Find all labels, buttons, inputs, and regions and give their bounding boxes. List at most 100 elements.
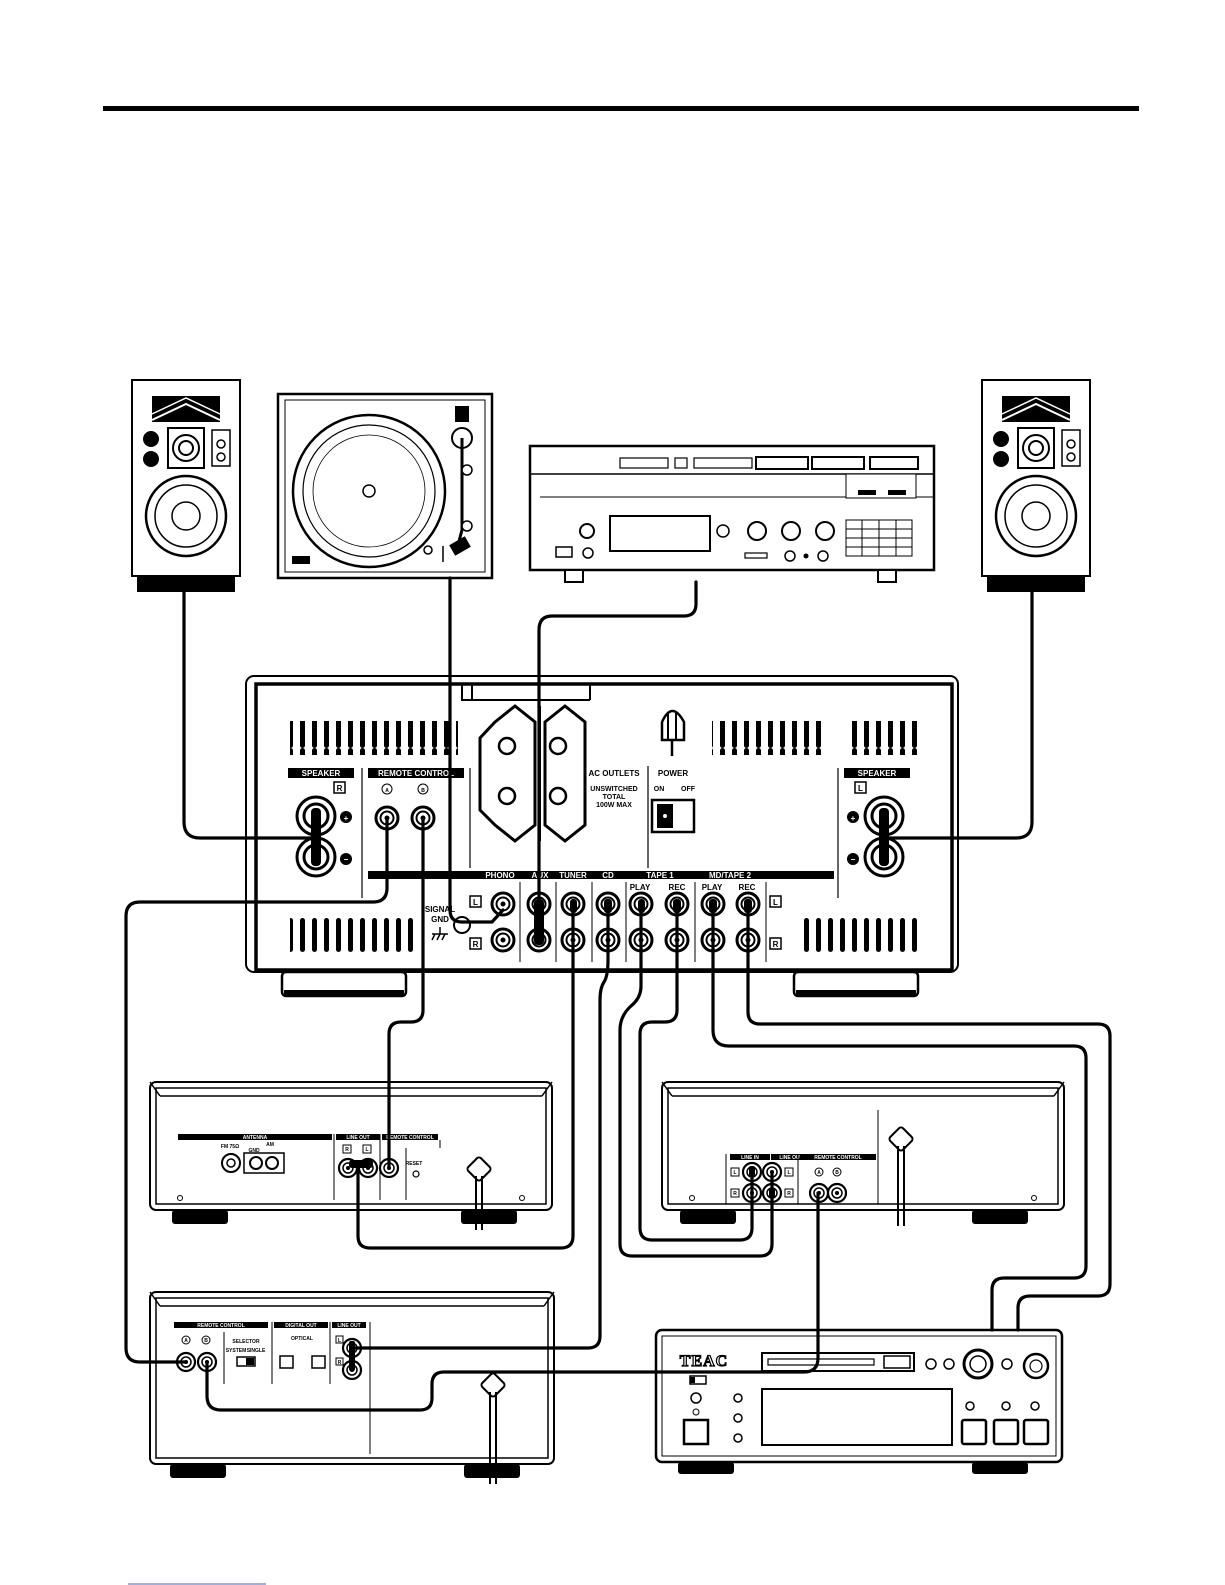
connection-cables — [124, 576, 1112, 1412]
cable-right-speaker — [882, 590, 1034, 840]
remote-label-bar — [368, 768, 464, 778]
cable-tuner-aux — [537, 580, 698, 942]
ac-outlets — [478, 704, 587, 843]
remote-a-label: A — [385, 788, 389, 794]
tape-remote-a: A — [817, 1170, 821, 1176]
tuner-reset-button[interactable] — [412, 1170, 420, 1178]
cd-remote-label: REMOTE CONTROL — [197, 1323, 245, 1329]
speaker-l-minus-sign: − — [851, 855, 856, 864]
ac-max: 100W MAX — [596, 802, 632, 809]
tape-in-l: L — [733, 1170, 736, 1176]
inputs-label-bar — [368, 871, 834, 879]
ac-outlets-label: AC OUTLETS — [588, 769, 640, 778]
left-speaker — [131, 379, 241, 592]
cable-tape1-play — [618, 902, 774, 1258]
tuner-gnd-label: GND — [248, 1148, 260, 1154]
cable-remote-a-cd — [124, 818, 389, 1364]
tuner-reset-label: RESET — [406, 1161, 423, 1167]
input-tape1-label: TAPE 1 — [646, 871, 674, 880]
cable-turntable-phono — [448, 576, 505, 924]
md-stop-button[interactable] — [1022, 1418, 1050, 1446]
tape-deck-rear: LINE IN LINE OUT L R L R REMOTE CONTROL … — [661, 1081, 1065, 1226]
cd-player-rear: REMOTE CONTROL A B SELECTOR SYSTEM SINGL… — [149, 1291, 555, 1484]
tape2-rec-label: REC — [739, 883, 756, 892]
remote-b-label: B — [421, 788, 425, 794]
tape-remote-b-jack[interactable] — [826, 1182, 848, 1204]
input-cd-label: CD — [602, 871, 614, 880]
tuner-am-label: AM — [266, 1142, 274, 1148]
tuner-front — [528, 444, 936, 583]
tape1-rec-label: REC — [669, 883, 686, 892]
md-power-button[interactable] — [682, 1418, 710, 1446]
turntable — [276, 392, 494, 580]
speaker-l-label-bar — [844, 768, 910, 778]
md-play-button[interactable] — [960, 1418, 988, 1446]
md-pause-button[interactable] — [992, 1418, 1020, 1446]
power-on-label: ON — [654, 786, 665, 793]
inputs-channel-l: L — [473, 898, 478, 907]
speaker-l-plus-sign: + — [851, 814, 856, 823]
power-cord-plug — [660, 709, 686, 756]
tuner-antenna-label: ANTENNA — [243, 1135, 268, 1141]
tuner-rear: ANTENNA FM 75Ω AM GND LINE OUT R L REMOT… — [149, 1081, 553, 1230]
am-antenna-terminal[interactable] — [265, 1156, 279, 1170]
cd-digital-out-label: DIGITAL OUT — [285, 1323, 316, 1329]
cd-out-l: L — [338, 1338, 341, 1344]
tape-power-cord — [888, 1126, 914, 1226]
remote-control-label: REMOTE CONTROL — [378, 769, 454, 778]
speaker-r-label-bar — [288, 768, 354, 778]
tape-out-l: L — [787, 1170, 790, 1176]
speaker-r-minus-sign: − — [344, 855, 349, 864]
power-off-label: OFF — [681, 786, 696, 793]
cable-tape2-rec — [746, 902, 1112, 1332]
speaker-r-label: SPEAKER — [302, 769, 341, 778]
speaker-r-channel: R — [337, 784, 343, 793]
tuner-line-out-label: LINE OUT — [346, 1135, 369, 1141]
tape-line-out-label: LINE OUT — [779, 1155, 802, 1161]
header-rule — [103, 106, 1139, 111]
cable-left-speaker — [182, 590, 318, 840]
cd-out-r: R — [338, 1360, 342, 1366]
ac-unswitched: UNSWITCHED — [590, 786, 637, 793]
inputs-channel-r-right: R — [773, 940, 779, 949]
power-label: POWER — [658, 769, 688, 778]
cd-optical-1-port[interactable] — [279, 1355, 294, 1369]
tape-in-r: R — [733, 1191, 737, 1197]
tape-remote-label: REMOTE CONTROL — [814, 1155, 862, 1161]
cd-remote-a: A — [184, 1338, 188, 1344]
cable-plugs — [311, 808, 889, 1371]
cd-optical-label: OPTICAL — [291, 1336, 313, 1342]
md-brand-logo: TEAC — [680, 1353, 728, 1370]
inputs-channel-r: R — [473, 940, 479, 949]
phono-r-jack[interactable] — [490, 927, 516, 953]
input-mdtape2-label: MD/TAPE 2 — [709, 871, 752, 880]
md-display — [761, 1388, 953, 1446]
tuner-line-out-r: R — [345, 1147, 349, 1153]
cable-tape2-play — [711, 902, 1088, 1332]
cable-tape1-rec — [638, 902, 754, 1242]
speaker-r-plus-sign: + — [344, 814, 349, 823]
right-speaker — [981, 379, 1091, 592]
tape1-play-label: PLAY — [630, 883, 651, 892]
tuner-fm-label: FM 75Ω — [221, 1144, 239, 1150]
cd-line-out-label: LINE OUT — [337, 1323, 360, 1329]
fm-antenna-jack[interactable] — [221, 1153, 241, 1173]
inputs-channel-l-right: L — [773, 898, 778, 907]
tuner-power-cord — [466, 1156, 492, 1230]
tuner-remote-label: REMOTE CONTROL — [386, 1135, 434, 1141]
cd-remote-b: B — [204, 1338, 208, 1344]
input-phono-label: PHONO — [485, 871, 514, 880]
cable-remote-b-tuner — [387, 818, 425, 1170]
signal-gnd-label-2: GND — [431, 915, 449, 924]
speaker-l-channel: L — [858, 784, 863, 793]
am-gnd-terminal[interactable] — [249, 1156, 263, 1170]
cable-tuner-lineout — [356, 902, 575, 1250]
cd-selector-label: SELECTOR — [232, 1339, 260, 1345]
cd-power-cord — [480, 1372, 506, 1484]
cd-single-label: SINGLE — [247, 1348, 266, 1354]
cd-optical-2-port[interactable] — [311, 1355, 326, 1369]
signal-gnd-label-1: SIGNAL — [425, 905, 455, 914]
cable-cd-remote-tape — [205, 1191, 820, 1412]
ac-total: TOTAL — [603, 794, 626, 801]
